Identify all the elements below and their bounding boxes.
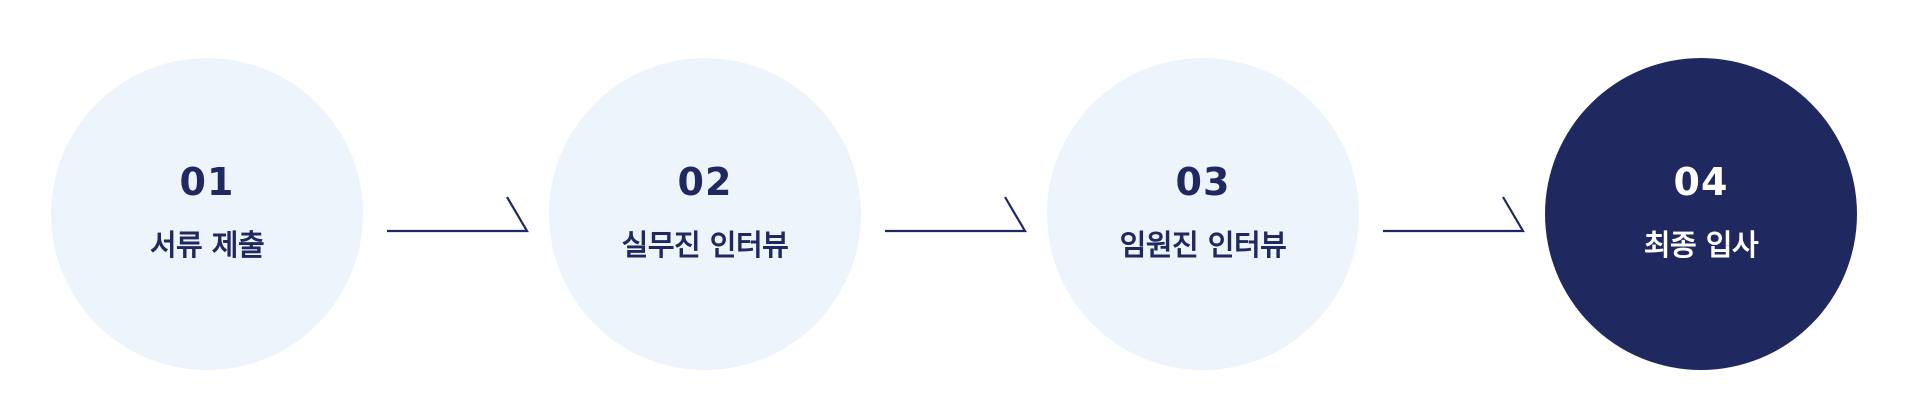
half-arrow-right-icon [885,195,1030,235]
step-3-number: 03 [1175,159,1231,204]
step-1-label: 서류 제출 [149,227,265,262]
step-3-label: 임원진 인터뷰 [1119,227,1287,262]
half-arrow-right-icon [387,195,532,235]
step-4-circle: 04 최종 입사 [1545,58,1857,370]
step-4-number: 04 [1673,159,1729,204]
step-2-label: 실무진 인터뷰 [621,227,789,262]
step-4-label: 최종 입사 [1643,227,1759,262]
step-2-number: 02 [677,159,733,204]
step-1-circle: 01 서류 제출 [51,58,363,370]
step-3-circle: 03 임원진 인터뷰 [1047,58,1359,370]
half-arrow-right-icon [1383,195,1528,235]
step-1-number: 01 [179,159,235,204]
step-2-circle: 02 실무진 인터뷰 [549,58,861,370]
